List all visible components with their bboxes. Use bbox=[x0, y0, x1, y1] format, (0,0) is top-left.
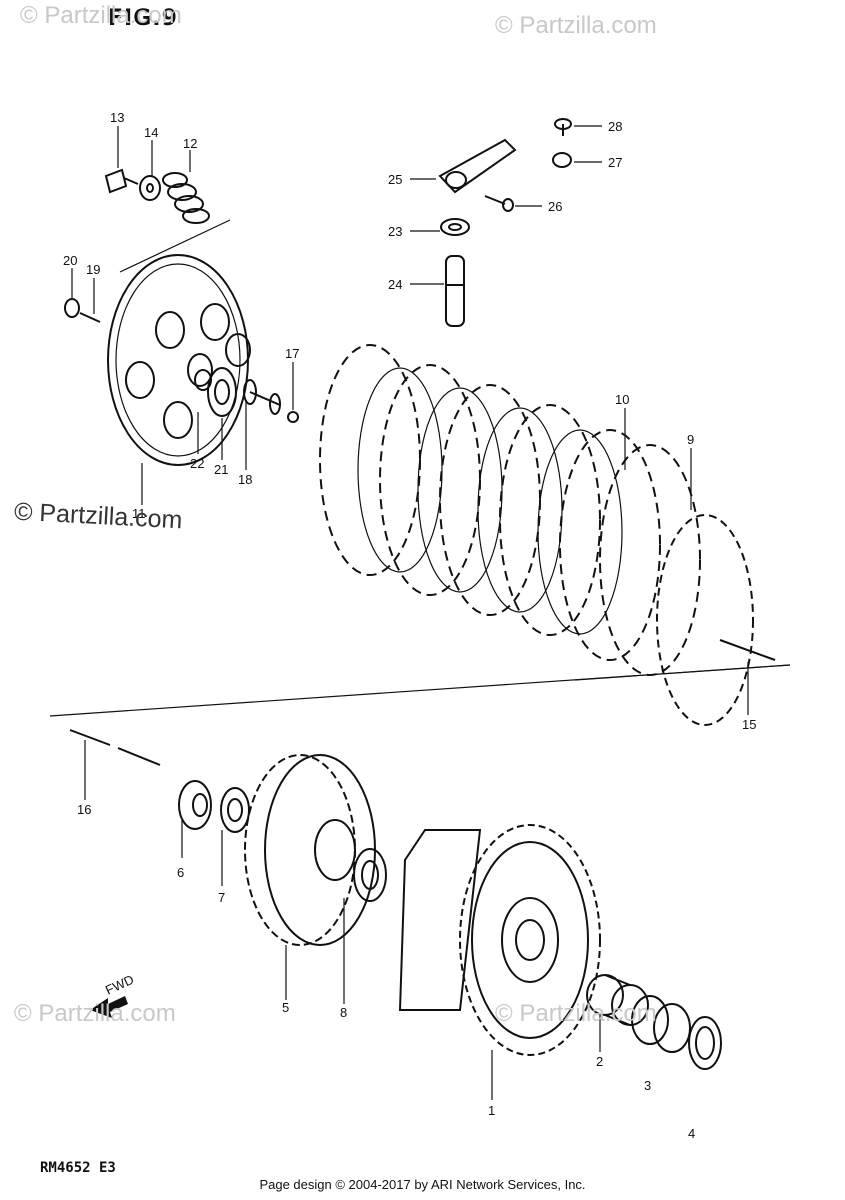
part-19-bolt[interactable] bbox=[79, 312, 101, 323]
assembly-guide-lines bbox=[49, 219, 791, 717]
part-22-washer[interactable] bbox=[194, 369, 212, 391]
callout-11: 11 bbox=[132, 506, 146, 521]
callout-numbers: 13 14 12 20 19 17 22 21 18 11 25 26 23 2… bbox=[63, 110, 756, 1141]
callout-14: 14 bbox=[144, 125, 158, 140]
part-24-release-shaft[interactable] bbox=[445, 255, 465, 327]
part-27-nut[interactable] bbox=[552, 152, 572, 168]
watermark: © Partzilla.com bbox=[14, 1000, 176, 1027]
callout-7: 7 bbox=[218, 890, 225, 905]
part-5-clutch-sleeve-hub[interactable] bbox=[244, 754, 376, 946]
callout-13: 13 bbox=[110, 110, 124, 125]
callout-8: 8 bbox=[340, 1005, 347, 1020]
callout-21: 21 bbox=[214, 462, 228, 477]
part-14-washer[interactable] bbox=[139, 175, 161, 201]
part-7-lock-washer[interactable] bbox=[220, 787, 250, 833]
part-9-driven-plates[interactable] bbox=[357, 367, 754, 726]
callout-15: 15 bbox=[742, 717, 756, 732]
part-4-washer[interactable] bbox=[688, 1016, 722, 1070]
page-footer: Page design © 2004-2017 by ARI Network S… bbox=[259, 1177, 586, 1192]
callout-9: 9 bbox=[687, 432, 694, 447]
part-20-nut[interactable] bbox=[64, 298, 80, 318]
forward-arrow-label: FWD bbox=[103, 972, 136, 998]
part-15-pin[interactable] bbox=[719, 639, 776, 661]
callout-26: 26 bbox=[548, 199, 562, 214]
part-11-pressure-plate[interactable] bbox=[107, 254, 251, 466]
part-17-ball[interactable] bbox=[287, 411, 299, 423]
part-21-bearing[interactable] bbox=[207, 367, 237, 417]
callout-16: 16 bbox=[77, 802, 91, 817]
callout-17: 17 bbox=[285, 346, 299, 361]
callout-20: 20 bbox=[63, 253, 77, 268]
callout-27: 27 bbox=[608, 155, 622, 170]
callout-2: 2 bbox=[596, 1054, 603, 1069]
part-25-release-arm[interactable] bbox=[438, 138, 517, 194]
watermark: © Partzilla.com bbox=[495, 12, 657, 39]
part-2-needle-bearing[interactable] bbox=[586, 974, 649, 1026]
callout-24: 24 bbox=[388, 277, 402, 292]
part-8-thrust-washer[interactable] bbox=[353, 848, 387, 902]
callout-22: 22 bbox=[190, 456, 204, 471]
callout-23: 23 bbox=[388, 224, 402, 239]
figure-title: FIG.9 bbox=[108, 6, 178, 31]
callout-1: 1 bbox=[488, 1103, 495, 1118]
callout-6: 6 bbox=[177, 865, 184, 880]
callout-19: 19 bbox=[86, 262, 100, 277]
callout-12: 12 bbox=[183, 136, 197, 151]
part-12-spring[interactable] bbox=[162, 172, 210, 224]
callout-4: 4 bbox=[688, 1126, 695, 1141]
callout-28: 28 bbox=[608, 119, 622, 134]
part-10-drive-plates[interactable] bbox=[319, 344, 661, 661]
part-16-push-rod[interactable] bbox=[69, 729, 161, 766]
part-28-screw[interactable] bbox=[554, 118, 572, 136]
callout-5: 5 bbox=[282, 1000, 289, 1015]
callout-10: 10 bbox=[615, 392, 629, 407]
callout-18: 18 bbox=[238, 472, 252, 487]
part-1-clutch-housing[interactable] bbox=[398, 824, 601, 1056]
watermark: © Partzilla.com bbox=[20, 2, 182, 29]
part-6-nut[interactable] bbox=[178, 780, 212, 830]
part-23-oil-seal[interactable] bbox=[440, 218, 470, 236]
leader-lines bbox=[71, 125, 749, 1100]
diagram-code: RM4652 E3 bbox=[40, 1160, 116, 1176]
callout-25: 25 bbox=[388, 172, 402, 187]
part-3-spacer[interactable] bbox=[631, 995, 691, 1053]
part-26-screw[interactable] bbox=[484, 195, 514, 212]
part-18-push-piece[interactable] bbox=[243, 379, 281, 415]
part-13-bolt[interactable] bbox=[104, 168, 139, 194]
watermark: © Partzilla.com bbox=[495, 1000, 657, 1027]
callout-3: 3 bbox=[644, 1078, 651, 1093]
